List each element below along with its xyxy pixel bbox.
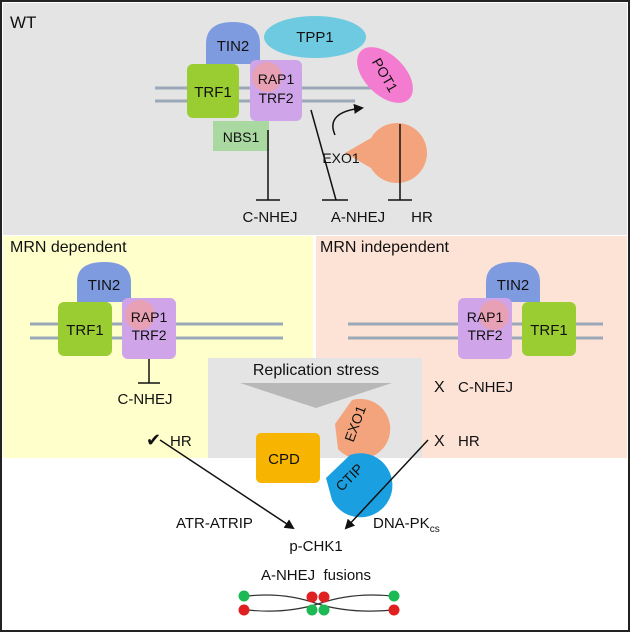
exo1-complex-shape: [335, 398, 391, 459]
mrn-independent-title: MRN independent: [320, 239, 450, 256]
indep-trf2-label: TRF2: [468, 327, 503, 343]
mrn-dependent-title: MRN dependent: [10, 239, 127, 256]
wt-rap1-label: RAP1: [258, 71, 295, 87]
telomere-dot-red: [306, 591, 318, 603]
telomere-dot-green: [318, 604, 330, 616]
wt-pot1-shape: [357, 47, 413, 103]
indep-trf1-label: TRF1: [530, 322, 568, 339]
replication-stress-label: Replication stress: [253, 362, 379, 379]
dna-pk-arrow: [344, 439, 429, 530]
dna-pk-label: DNA-PKcs: [373, 515, 440, 535]
dep-tin2-label: TIN2: [88, 277, 121, 294]
cross-mark-c-nhej: X: [434, 379, 445, 396]
indep-trf1-shape: [522, 302, 576, 356]
telomere-dot-red: [388, 604, 400, 616]
indep-hr-label: HR: [458, 433, 480, 450]
dep-c-nhej-label: C-NHEJ: [118, 391, 173, 408]
chromosome-fusion-icon: [247, 594, 393, 612]
wt-tpp1-label: TPP1: [296, 29, 334, 46]
fusion-chromatid-bottom: [247, 603, 393, 612]
cpd-shape: [256, 433, 320, 483]
wt-rap1-shape: [252, 62, 282, 92]
telomere-dot-green: [306, 604, 318, 616]
telomere-dot-red: [318, 591, 330, 603]
cross-mark-hr: X: [434, 433, 445, 450]
dep-trf1-label: TRF1: [66, 322, 104, 339]
indep-tin2-shape: [486, 262, 540, 302]
wt-exo1-resection-arrow: [332, 103, 364, 136]
wt-trf1-label: TRF1: [194, 84, 232, 101]
atr-arrow: [159, 439, 295, 530]
dep-trf1-shape: [58, 302, 112, 356]
ctip-shape: [326, 453, 393, 518]
dep-rap1-shape: [125, 300, 155, 330]
indep-c-nhej-label: C-NHEJ: [458, 379, 513, 396]
wt-trf2-label: TRF2: [259, 90, 294, 106]
indep-rap1-shape: [479, 300, 509, 330]
telomere-dot-green: [388, 590, 400, 602]
p-chk1-label: p-CHK1: [289, 538, 342, 555]
dep-tin2-shape: [77, 262, 131, 302]
wt-tpp1-shape: [264, 16, 366, 58]
indep-tin2-label: TIN2: [497, 277, 530, 294]
atr-atrip-label: ATR-ATRIP: [176, 515, 253, 532]
wt-a-nhej-label: A-NHEJ: [331, 209, 385, 226]
wt-c-nhej-label: C-NHEJ: [243, 209, 298, 226]
indep-rap1-label: RAP1: [467, 309, 504, 325]
telomere-dot-green: [238, 590, 250, 602]
wt-tin2-label: TIN2: [217, 38, 250, 55]
wt-tin2-shape: [206, 22, 260, 64]
telomere-dot-red: [238, 604, 250, 616]
wt-nbs1-shape: [213, 121, 269, 151]
wt-nbs1-label: NBS1: [223, 129, 260, 145]
dep-hr-label: HR: [170, 433, 192, 450]
dep-rap1-label: RAP1: [131, 309, 168, 325]
wt-trf1-shape: [187, 64, 239, 118]
check-mark: ✔: [146, 430, 161, 450]
wt-inhibit-a-nhej-line: [310, 109, 337, 201]
cpd-label: CPD: [268, 451, 300, 468]
replication-stress-wedge: [240, 383, 392, 408]
wt-title: WT: [10, 13, 36, 32]
wt-hr-label: HR: [411, 209, 433, 226]
a-nhej-fusions-label: A-NHEJ fusions: [261, 567, 371, 584]
dep-trf2-label: TRF2: [132, 327, 167, 343]
wt-exo1-shape: [345, 123, 427, 184]
wt-exo1-label: EXO1: [322, 150, 360, 166]
